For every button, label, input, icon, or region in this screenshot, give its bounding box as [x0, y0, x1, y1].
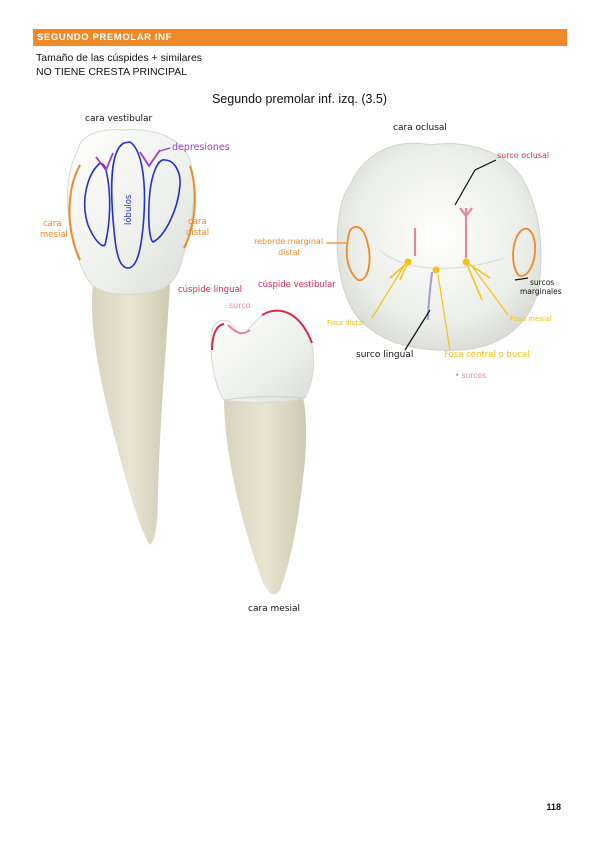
surcos-marginales-label-2: marginales: [520, 287, 562, 296]
surco-lingual-label: surco lingual: [356, 350, 413, 360]
mesial-crown: [210, 309, 315, 404]
occlusal-crown: [336, 142, 542, 351]
surco-lingual-leader: [404, 309, 431, 351]
surcos-marginales-leader: [514, 277, 529, 281]
oclusal-view: cara oclusal surco oclusal reborde margi…: [254, 123, 562, 380]
cementoenamel-line: [223, 396, 306, 401]
vestibular-root: [91, 283, 170, 545]
fosa-central-label: Fosa central o bucal: [444, 350, 529, 360]
mesial-root: [224, 398, 307, 595]
vestibular-view-label: cara vestibular: [85, 114, 153, 124]
section-title: SEGUNDO PREMOLAR INF: [37, 32, 172, 43]
cuspide-vestibular-label: cúspide vestibular: [258, 280, 336, 290]
oclusal-view-label: cara oclusal: [393, 123, 447, 133]
reborde-label-1: reborde marginal: [254, 237, 323, 246]
lobe-outline-mesial: [84, 162, 111, 247]
lingual-groove: [426, 271, 434, 321]
surco-oclusal-label: surco oclusal: [497, 151, 549, 160]
legend-surcos: • surcos: [455, 371, 486, 380]
fosa-distal-leader: [371, 265, 405, 319]
section-header: SEGUNDO PREMOLAR INF: [33, 29, 567, 46]
distal-face-label-1: cara: [188, 217, 207, 227]
note-line-2: NO TIENE CRESTA PRINCIPAL: [36, 66, 188, 78]
fosa-mesial-label: Fosa mesial: [510, 315, 551, 323]
depresiones-pointer: [159, 147, 171, 152]
marginal-groove-mesial: [465, 261, 491, 301]
cuspide-lingual-outline: [211, 323, 225, 351]
surco-oclusal-leader: [454, 159, 497, 206]
surcos-marginales-label-1: surcos: [530, 278, 554, 287]
occlusal-groove-mesial: [459, 207, 473, 258]
page-number: 118: [546, 802, 561, 812]
mesial-face-label-1: cara: [43, 219, 62, 229]
lobe-outline-central: [110, 141, 146, 269]
depression-mark-mesial: [95, 152, 114, 172]
distal-face-outline: [183, 165, 196, 249]
depression-mark-distal: [139, 149, 161, 168]
distal-face-label-2: distal: [186, 228, 209, 238]
occlusal-inner-ridge: [379, 249, 506, 269]
cuspide-vestibular-outline: [261, 309, 313, 344]
mesial-face-label-2: mesial: [40, 230, 68, 240]
mesial-view-label: cara mesial: [248, 604, 300, 614]
reborde-label-2: distal: [278, 248, 300, 257]
depresiones-label: depresiones: [172, 142, 230, 153]
fosa-central-dot: [432, 266, 440, 274]
mesial-view: cúspide lingual cúspide vestibular surco…: [178, 280, 336, 614]
surco-mark: [227, 324, 251, 335]
reborde-mesial-outline: [512, 227, 536, 277]
surco-label: surco: [229, 301, 251, 310]
fosa-mesial-dot: [462, 258, 470, 266]
reborde-distal-outline: [345, 225, 371, 281]
lobulos-label: lóbulos: [123, 194, 134, 225]
figure-title: Segundo premolar inf. izq. (3.5): [211, 92, 388, 106]
vestibular-view: cara vestibular depresiones lóbulos cara…: [40, 114, 230, 545]
fosa-mesial-leader: [471, 265, 509, 316]
fosa-distal-dot: [404, 258, 412, 266]
fosa-central-leader: [437, 274, 451, 351]
fosa-distal-label: Fosa distal: [327, 319, 364, 327]
note-line-1: Tamaño de las cúspides + similares: [36, 52, 203, 64]
cuspide-lingual-label: cúspide lingual: [178, 285, 242, 295]
mesial-face-outline: [68, 164, 81, 261]
lobe-outline-distal: [147, 159, 181, 243]
